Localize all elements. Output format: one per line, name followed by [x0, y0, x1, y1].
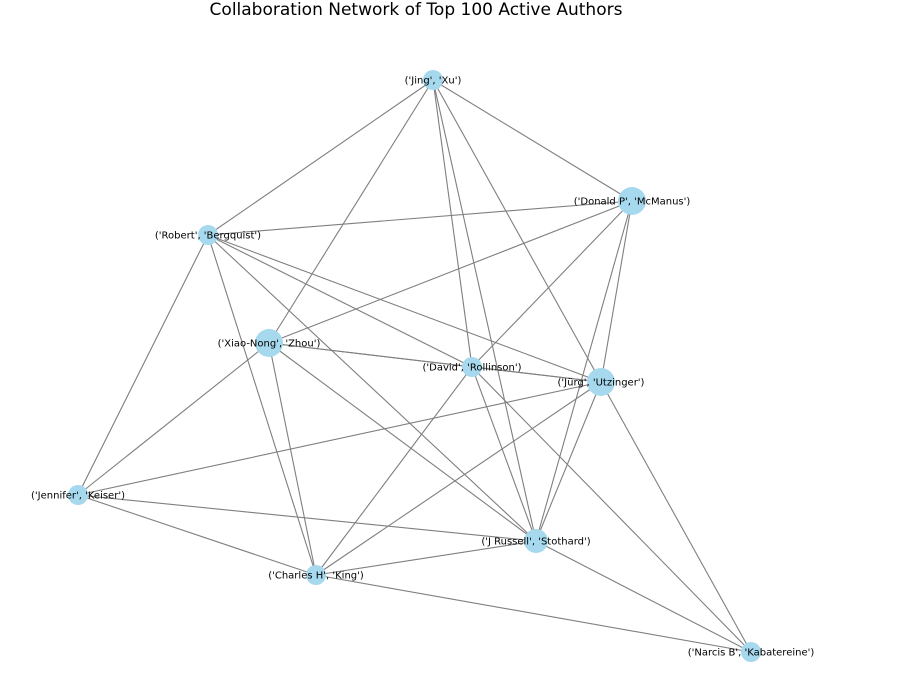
node-narcis_kabatereine — [741, 642, 761, 662]
edge-robert_bergquist-jrussell_stothard — [207, 234, 537, 542]
edge-jing_xu-david_rollinson — [432, 79, 473, 368]
edge-robert_bergquist-donald_mcmanus — [207, 200, 633, 236]
edge-jing_xu-xiaonong_zhou — [268, 79, 434, 344]
node-jurg_utzinger — [587, 368, 615, 396]
node-charles_king — [306, 565, 326, 585]
edge-robert_bergquist-jennifer_keiser — [77, 234, 209, 496]
edge-david_rollinson-jurg_utzinger — [471, 366, 602, 383]
edge-jurg_utzinger-jrussell_stothard — [535, 381, 602, 542]
edge-donald_mcmanus-jrussell_stothard — [535, 200, 633, 542]
edge-xiaonong_zhou-jrussell_stothard — [268, 342, 537, 542]
edge-robert_bergquist-charles_king — [207, 234, 317, 576]
node-label-jennifer_keiser: ('Jennifer', 'Keiser') — [31, 491, 125, 502]
edge-xiaonong_zhou-jennifer_keiser — [77, 342, 270, 496]
edge-jurg_utzinger-jennifer_keiser — [77, 381, 602, 496]
edge-robert_bergquist-david_rollinson — [207, 234, 473, 368]
edge-xiaonong_zhou-charles_king — [268, 342, 317, 576]
edge-donald_mcmanus-jurg_utzinger — [600, 200, 633, 383]
edge-jennifer_keiser-charles_king — [77, 494, 317, 576]
node-label-jing_xu: ('Jing', 'Xu') — [405, 76, 462, 87]
edge-jurg_utzinger-narcis_kabatereine — [600, 381, 752, 653]
nodes-layer — [68, 70, 761, 662]
edge-jennifer_keiser-jrussell_stothard — [77, 494, 537, 542]
node-xiaonong_zhou — [255, 329, 283, 357]
edge-david_rollinson-jrussell_stothard — [471, 366, 537, 542]
node-jrussell_stothard — [524, 529, 548, 553]
node-david_rollinson — [462, 357, 482, 377]
node-label-charles_king: ('Charles H', 'King') — [268, 571, 364, 582]
edge-donald_mcmanus-david_rollinson — [471, 200, 633, 368]
chart-title: Collaboration Network of Top 100 Active … — [210, 0, 623, 20]
edge-jrussell_stothard-charles_king — [315, 540, 537, 576]
edge-david_rollinson-charles_king — [315, 366, 473, 576]
edge-david_rollinson-narcis_kabatereine — [471, 366, 752, 653]
edge-jing_xu-robert_bergquist — [207, 79, 434, 236]
edge-jing_xu-jurg_utzinger — [432, 79, 602, 383]
edge-donald_mcmanus-xiaonong_zhou — [268, 200, 633, 344]
node-label-robert_bergquist: ('Robert', 'Bergquist') — [155, 231, 261, 242]
node-label-xiaonong_zhou: ('Xiao-Nong', 'Zhou') — [218, 339, 321, 350]
edge-jing_xu-donald_mcmanus — [432, 79, 633, 202]
edge-jing_xu-jrussell_stothard — [432, 79, 537, 542]
edge-charles_king-narcis_kabatereine — [315, 574, 752, 653]
node-label-david_rollinson: ('David', 'Rollinson') — [423, 363, 522, 374]
edge-jrussell_stothard-narcis_kabatereine — [535, 540, 752, 653]
labels-layer: ('Jing', 'Xu') ('Donald P', 'McManus') ('R… — [31, 76, 814, 659]
node-jing_xu — [423, 70, 443, 90]
node-label-narcis_kabatereine: ('Narcis B', 'Kabatereine') — [688, 648, 815, 659]
edges-layer — [77, 79, 752, 653]
node-robert_bergquist — [198, 225, 218, 245]
edge-robert_bergquist-jurg_utzinger — [207, 234, 602, 383]
node-label-jurg_utzinger: ('Jürg', 'Utzinger') — [558, 378, 645, 389]
edge-jurg_utzinger-charles_king — [315, 381, 602, 576]
node-label-jrussell_stothard: ('J Russell', 'Stothard') — [481, 537, 590, 548]
node-label-donald_mcmanus: ('Donald P', 'McManus') — [574, 197, 691, 208]
node-jennifer_keiser — [68, 485, 88, 505]
node-donald_mcmanus — [618, 187, 646, 215]
